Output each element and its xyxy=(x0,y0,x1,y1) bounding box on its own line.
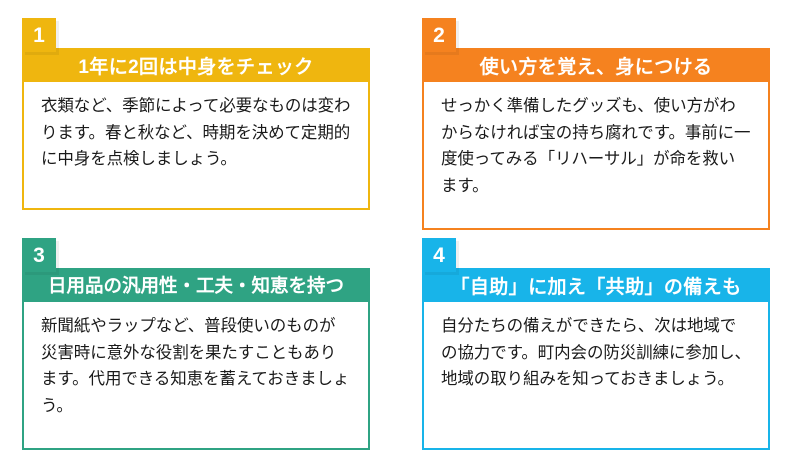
card-number-badge-2: 2 xyxy=(422,18,456,52)
card-number-label-4: 4 xyxy=(433,243,445,267)
card-number-badge-4: 4 xyxy=(422,238,456,272)
card-number-badge-3: 3 xyxy=(22,238,56,272)
card-title-1: 1年に2回は中身をチェック xyxy=(78,56,314,78)
card-number-label-3: 3 xyxy=(33,243,45,267)
card-body-text-1: 衣類など、季節によって必要なものは変わります。春と秋など、時期を決めて定期的に中… xyxy=(41,96,351,169)
card-number-label-1: 1 xyxy=(33,23,45,47)
card-number-badge-1: 1 xyxy=(22,18,56,52)
card-title-2: 使い方を覚え、身につける xyxy=(479,56,713,78)
card-body-4: 自分たちの備えができたら、次は地域での協力です。町内会の防災訓練に参加し、地域の… xyxy=(422,302,770,450)
card-body-3: 新聞紙やラップなど、普段使いのものが災害時に意外な役割を果たすこともあります。代… xyxy=(22,302,370,450)
card-body-text-4: 自分たちの備えができたら、次は地域での協力です。町内会の防災訓練に参加し、地域の… xyxy=(441,316,751,389)
card-header-bar-1: 1年に2回は中身をチェック xyxy=(22,48,370,82)
card-number-label-2: 2 xyxy=(433,23,445,47)
card-body-1: 衣類など、季節によって必要なものは変わります。春と秋など、時期を決めて定期的に中… xyxy=(22,82,370,210)
card-header-bar-4: 「自助」に加え「共助」の備えも xyxy=(422,268,770,302)
card-header-bar-3: 日用品の汎用性・工夫・知恵を持つ xyxy=(22,268,370,302)
card-title-3: 日用品の汎用性・工夫・知恵を持つ xyxy=(47,275,344,296)
card-body-2: せっかく準備したグッズも、使い方がわからなければ宝の持ち腐れです。事前に一度使っ… xyxy=(422,82,770,230)
card-body-text-2: せっかく準備したグッズも、使い方がわからなければ宝の持ち腐れです。事前に一度使っ… xyxy=(441,96,751,196)
card-title-4: 「自助」に加え「共助」の備えも xyxy=(450,276,742,298)
card-body-text-3: 新聞紙やラップなど、普段使いのものが災害時に意外な役割を果たすこともあります。代… xyxy=(41,316,350,416)
card-header-bar-2: 使い方を覚え、身につける xyxy=(422,48,770,82)
